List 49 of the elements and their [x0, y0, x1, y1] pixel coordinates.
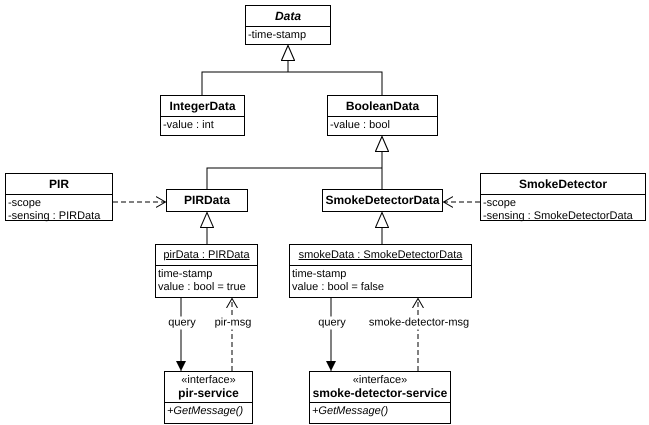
attribute-text: -scope [8, 197, 42, 210]
method-text: +GetMessage() [312, 405, 388, 418]
class-name: BooleanData [346, 100, 420, 112]
attribute-text: time-stamp [292, 268, 346, 281]
attribute-text: -value : bool [330, 119, 390, 132]
class-box [289, 244, 472, 298]
class-box [155, 244, 258, 298]
class-box [327, 95, 438, 136]
stereotype-label: «interface» [181, 374, 236, 387]
class-name: IntegerData [169, 100, 236, 112]
class-name: pir-service [178, 387, 239, 400]
dashed-arrow [112, 196, 166, 208]
dashed-arrow [226, 298, 238, 372]
class-name: SmokeDetectorData [325, 194, 440, 206]
object-name: pirData : PIRData [163, 248, 250, 262]
attribute-text: value : bool = true [158, 281, 246, 294]
class-box [164, 371, 253, 424]
edge-label: query [167, 316, 197, 330]
class-name: PIR [48, 178, 69, 190]
attribute-text: time-stamp [158, 268, 212, 281]
generalization-arrow [375, 136, 389, 190]
edge-label: pir-msg [214, 316, 252, 330]
attribute-text: -value : int [163, 119, 214, 132]
attribute-text: -scope [483, 197, 516, 210]
edge-label: smoke-detector-msg [368, 316, 470, 330]
method-text: +GetMessage() [167, 405, 244, 418]
class-name: SmokeDetector [518, 178, 608, 190]
class-name: PIRData [184, 194, 230, 206]
dashed-arrow [412, 298, 424, 372]
edge-label: query [317, 316, 347, 330]
generalization-arrow [200, 212, 214, 244]
attribute-text: -sensing : PIRData [8, 210, 100, 223]
attribute-text: -sensing : SmokeDetectorData [483, 210, 633, 223]
generalization-arrow [281, 44, 382, 96]
generalization-arrow [375, 212, 389, 244]
class-name: smoke-detector-service [312, 387, 448, 400]
object-name: smokeData : SmokeDetectorData [298, 248, 462, 262]
class-box [160, 95, 245, 136]
class-box [309, 371, 451, 424]
attribute-text: -time-stamp [248, 29, 306, 42]
class-box [480, 173, 646, 221]
stereotype-label: «interface» [352, 374, 408, 387]
attribute-text: value : bool = false [292, 281, 384, 294]
class-box [322, 189, 443, 212]
class-box [5, 173, 113, 221]
dashed-arrow [442, 196, 480, 208]
class-box [245, 5, 331, 45]
class-name: Data [274, 10, 301, 22]
class-box [166, 189, 248, 212]
